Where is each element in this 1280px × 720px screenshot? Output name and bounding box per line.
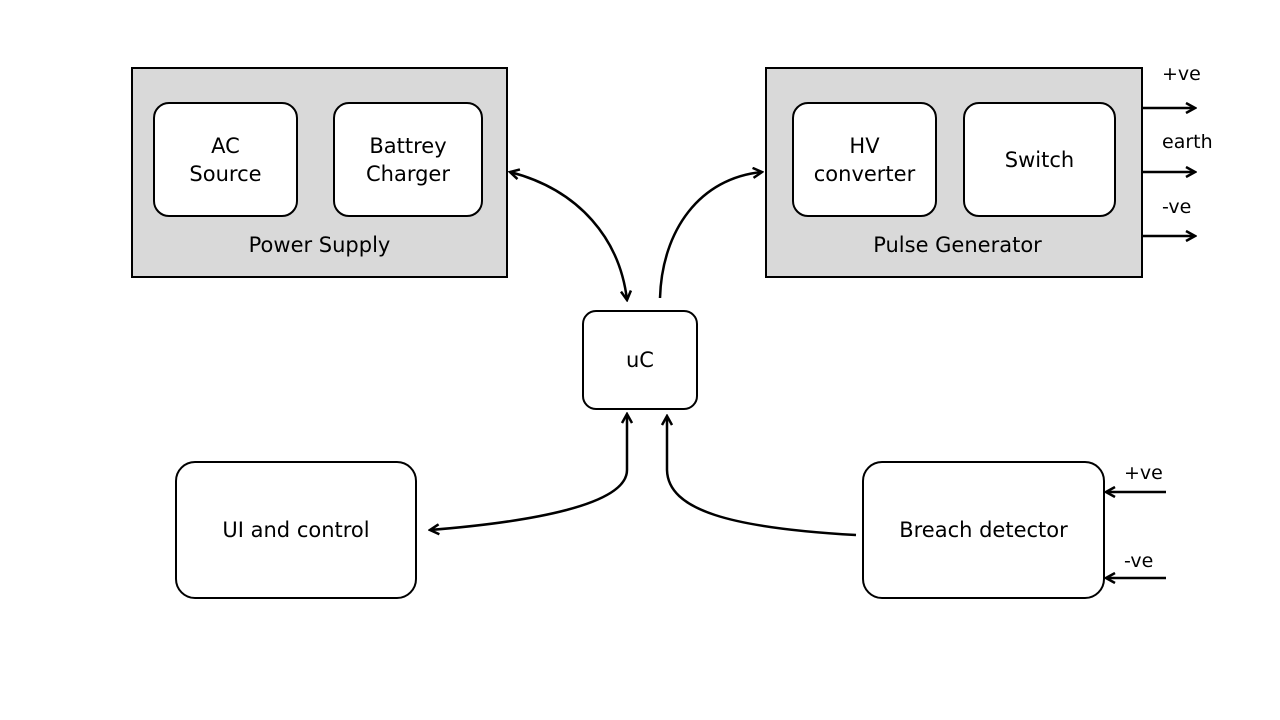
- output-label-positive: +ve: [1162, 63, 1201, 85]
- arrow-uc-hv-converter: [658, 172, 762, 299]
- arrow-uc-ui-control: [430, 414, 627, 530]
- pulse-generator-caption: Pulse Generator: [873, 233, 1042, 257]
- ui-control-box: UI and control: [175, 461, 417, 599]
- power-supply-caption: Power Supply: [248, 233, 391, 257]
- microcontroller-box: uC: [582, 310, 698, 410]
- output-label-earth: earth: [1162, 131, 1213, 153]
- input-label-positive: +ve: [1124, 462, 1163, 484]
- battery-charger-box: Battrey Charger: [333, 102, 483, 217]
- ac-source-box: AC Source: [153, 102, 298, 217]
- switch-box: Switch: [963, 102, 1116, 217]
- hv-converter-box: HV converter: [792, 102, 937, 217]
- input-label-negative: -ve: [1124, 550, 1154, 572]
- output-label-negative: -ve: [1162, 196, 1192, 218]
- arrow-charger-uc: [510, 172, 627, 300]
- breach-detector-box: Breach detector: [862, 461, 1105, 599]
- arrow-breach-uc: [667, 416, 857, 537]
